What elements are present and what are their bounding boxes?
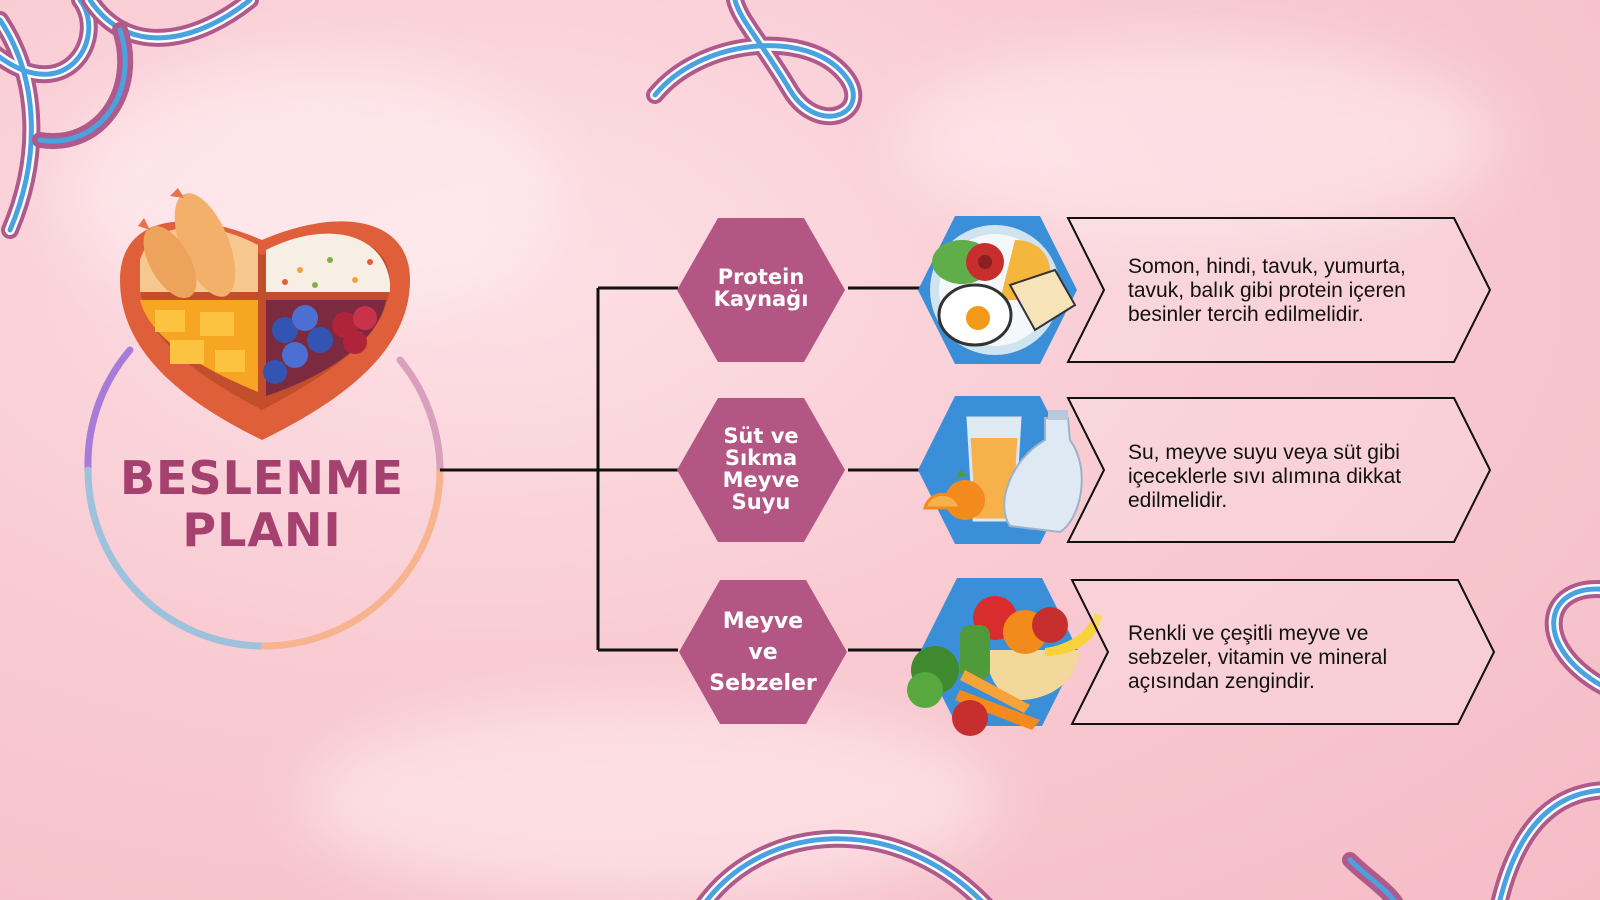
hexagon-fruit-veg bbox=[679, 580, 847, 724]
egg-plate-icon bbox=[918, 216, 1077, 364]
ribbon-decoration-top-center bbox=[646, 0, 863, 126]
ribbon-decoration-right bbox=[1342, 580, 1600, 900]
desc-box-1 bbox=[1066, 217, 1492, 363]
desc-text-protein: Somon, hindi, tavuk, yumurta, tavuk, bal… bbox=[1128, 255, 1406, 326]
category-label-milk-juice: Süt ve Sıkma Meyve Suyu bbox=[676, 425, 846, 513]
category-label-protein: Protein Kaynağı bbox=[676, 266, 846, 310]
label-line: Süt ve bbox=[723, 424, 799, 448]
bg-cloud bbox=[300, 700, 1000, 900]
hexagon-protein bbox=[677, 218, 845, 362]
ribbon-decoration-top-left bbox=[0, 0, 259, 239]
title-ring bbox=[84, 346, 444, 650]
fruit-veg-basket-icon bbox=[907, 578, 1102, 736]
ribbon-decoration-bottom bbox=[696, 829, 993, 900]
juice-milk-icon bbox=[918, 396, 1083, 544]
desc-box-2 bbox=[1066, 397, 1492, 543]
hexagon-milk-juice bbox=[677, 398, 845, 542]
title-line-1: BESLENME bbox=[119, 451, 405, 505]
desc-box-3 bbox=[1070, 579, 1496, 725]
label-line: ve bbox=[748, 640, 778, 665]
label-line: Sebzeler bbox=[709, 671, 817, 696]
desc-text-fruit-veg: Renkli ve çeşitli meyve ve sebzeler, vit… bbox=[1128, 622, 1388, 693]
label-line: Suyu bbox=[731, 490, 791, 514]
bg-cloud bbox=[900, 40, 1500, 240]
label-line: Kaynağı bbox=[713, 287, 809, 311]
page-title: BESLENME PLANI bbox=[82, 452, 442, 556]
label-line: Sıkma bbox=[724, 446, 798, 470]
title-line-2: PLANI bbox=[182, 503, 342, 557]
label-line: Meyve bbox=[722, 468, 800, 492]
label-line: Meyve bbox=[722, 609, 804, 634]
category-label-fruit-veg: Meyve ve Sebzeler bbox=[678, 606, 848, 699]
heart-bento-icon bbox=[120, 188, 410, 440]
connector-lines bbox=[440, 286, 925, 652]
desc-text-milk-juice: Su, meyve suyu veya süt gibi içeceklerle… bbox=[1128, 441, 1402, 512]
label-line: Protein bbox=[717, 265, 805, 289]
